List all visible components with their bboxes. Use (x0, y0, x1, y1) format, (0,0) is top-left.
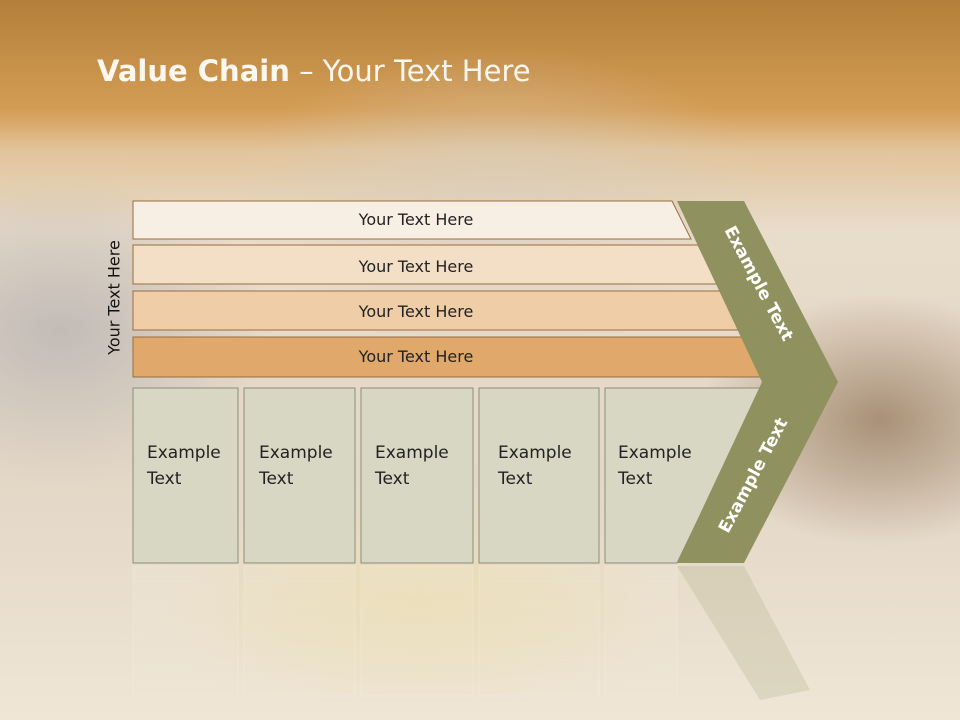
activity-cell-4 (478, 387, 600, 564)
activity-cell-3 (360, 387, 474, 564)
activity-cell-1 (132, 387, 239, 564)
activity-cell-2 (243, 387, 356, 564)
cell-label-4: Example Text (498, 443, 572, 489)
row-label-2: Your Text Here (358, 257, 474, 276)
row-label-4: Your Text Here (358, 347, 474, 366)
row-label-1: Your Text Here (358, 210, 474, 229)
row-label-3: Your Text Here (358, 302, 474, 321)
cell-label-2: Example Text (259, 443, 333, 489)
cell-label-3: Example Text (375, 443, 449, 489)
margin-chevron (677, 201, 838, 563)
diagram-reflection (132, 565, 810, 700)
cell-label-1: Example Text (147, 443, 221, 489)
row-band-1 (132, 200, 692, 240)
slide-title-bold: Value Chain (97, 54, 290, 88)
slide-title-rest: – Your Text Here (289, 54, 531, 88)
slide-title: Value Chain – Your Text Here (97, 54, 531, 88)
cell-label-5: Example Text (618, 443, 692, 489)
